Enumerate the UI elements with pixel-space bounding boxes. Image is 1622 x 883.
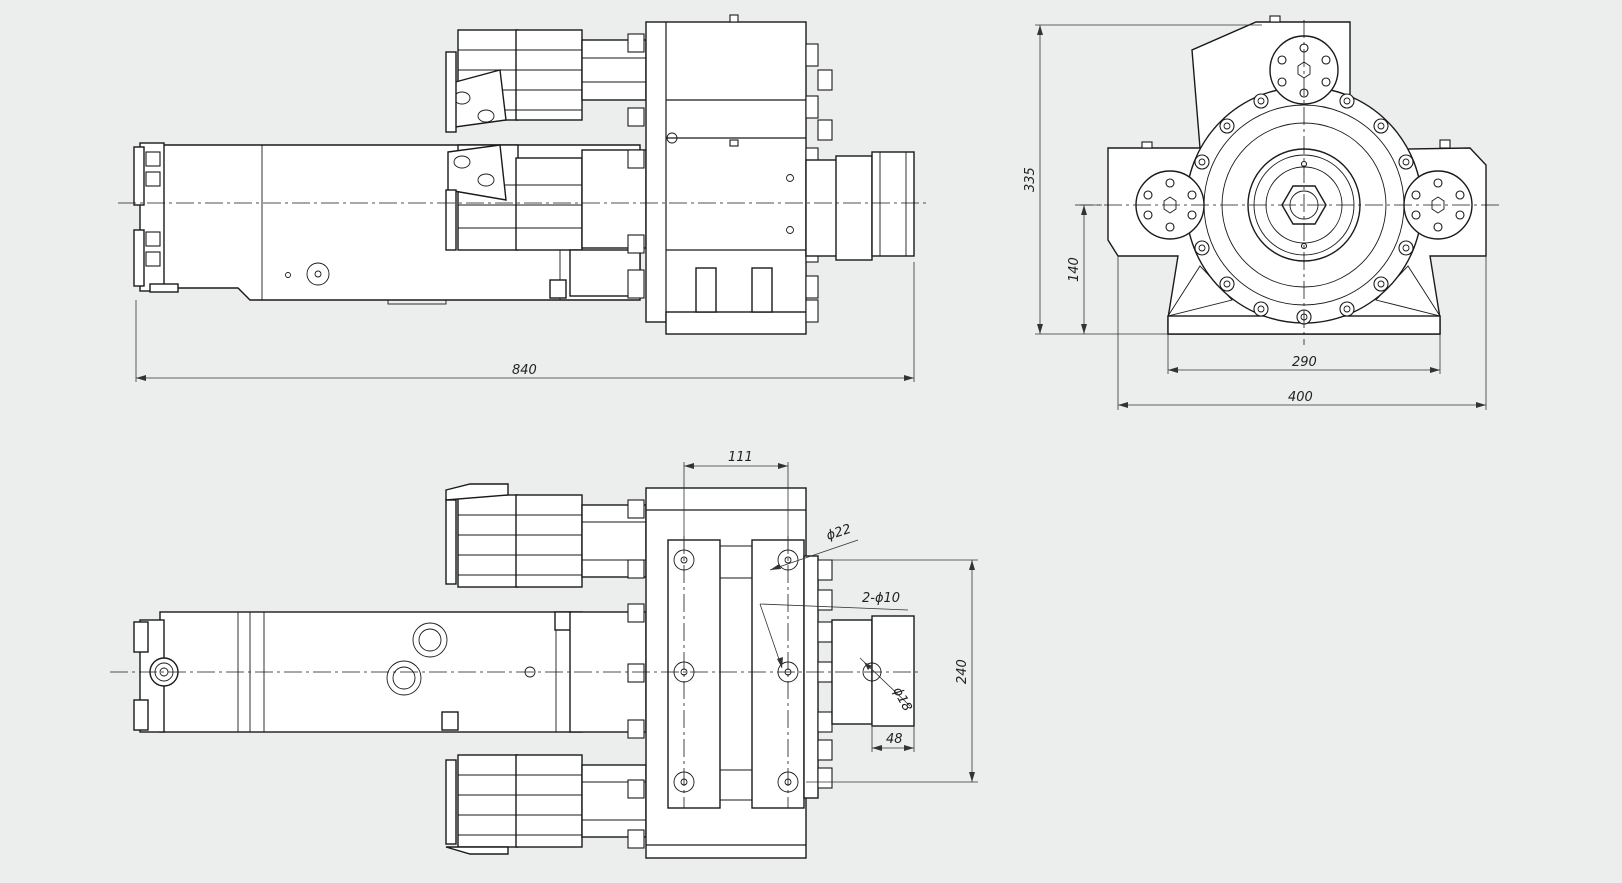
dim-front-height: 335 bbox=[1023, 167, 1038, 192]
flange-bolt-circle bbox=[1194, 85, 1414, 325]
dim-overall-width: 400 bbox=[1288, 390, 1313, 405]
dim-bore-offset: 48 bbox=[886, 732, 903, 747]
top-view: 111 ϕ22 2-ϕ10 ϕ18 240 48 bbox=[110, 450, 978, 859]
dim-base-width: 290 bbox=[1292, 355, 1317, 370]
dim-hole-large: ϕ22 bbox=[825, 522, 854, 544]
dim-hole-spacing: 111 bbox=[728, 450, 753, 465]
dim-hole-span: 240 bbox=[955, 659, 970, 684]
dim-overall-length: 840 bbox=[512, 363, 537, 378]
dim-axis-height: 140 bbox=[1067, 257, 1082, 282]
dim-hole-small: 2-ϕ10 bbox=[862, 591, 900, 606]
front-view: 335 140 290 400 bbox=[1023, 15, 1500, 410]
side-view: 840 bbox=[118, 14, 930, 382]
